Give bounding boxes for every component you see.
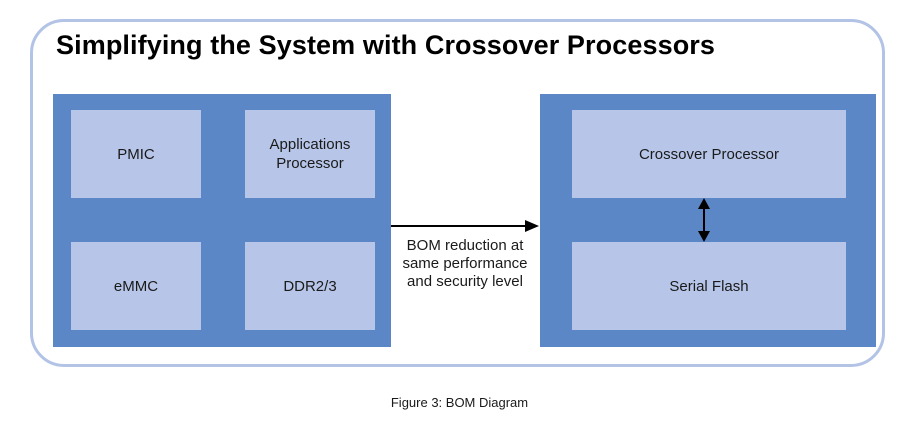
figure-caption: Figure 3: BOM Diagram <box>390 395 529 410</box>
left-system-panel: PMIC Applications Processor eMMC DDR2/3 <box>53 94 391 347</box>
pmic-block: PMIC <box>71 110 201 198</box>
diagram-title: Simplifying the System with Crossover Pr… <box>56 30 716 60</box>
serial-flash-block: Serial Flash <box>572 242 846 330</box>
bom-reduction-arrow <box>391 220 539 232</box>
bidirectional-arrow <box>698 198 710 242</box>
right-system-panel: Crossover Processor Serial Flash <box>540 94 876 347</box>
crossover-processor-block: Crossover Processor <box>572 110 846 198</box>
applications-processor-block: Applications Processor <box>245 110 375 198</box>
emmc-block: eMMC <box>71 242 201 330</box>
ddr-block: DDR2/3 <box>245 242 375 330</box>
bom-reduction-label: BOM reduction at same performance and se… <box>402 237 528 290</box>
